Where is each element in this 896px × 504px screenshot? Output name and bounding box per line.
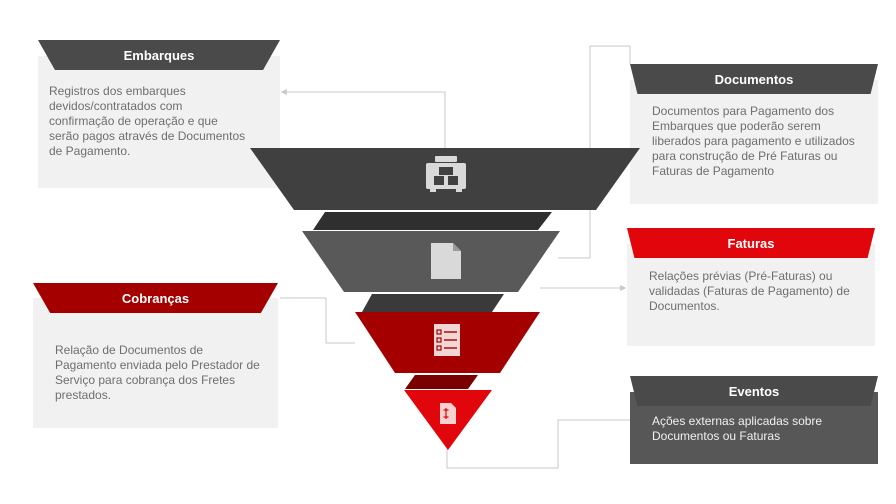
document-icon bbox=[431, 243, 461, 279]
embarques-banner: Embarques bbox=[38, 40, 280, 70]
connector-documentos bbox=[558, 45, 631, 259]
faturas-banner: Faturas bbox=[627, 228, 875, 258]
cobrancas-card: Relação de Documentos de Pagamento envia… bbox=[33, 298, 278, 428]
embarques-description: Registros dos embarques devidos/contrata… bbox=[49, 84, 246, 158]
funnel-level-connector-3 bbox=[405, 375, 478, 389]
cobrancas-banner: Cobranças bbox=[33, 283, 278, 313]
connector-embarques bbox=[280, 89, 446, 148]
documentos-description: Documentos para Pagamento dos Embarques … bbox=[652, 104, 855, 178]
faturas-card: Relações prévias (Pré-Faturas) ou valida… bbox=[627, 244, 875, 346]
faturas-description: Relações prévias (Pré-Faturas) ou valida… bbox=[649, 269, 850, 313]
container-icon bbox=[426, 156, 466, 192]
documentos-card: Documentos para Pagamento dos Embarques … bbox=[630, 80, 878, 204]
documentos-banner: Documentos bbox=[630, 64, 878, 94]
connector-lines bbox=[280, 45, 631, 469]
documentos-title: Documentos bbox=[714, 71, 794, 87]
funnel-level-connector-1 bbox=[313, 212, 552, 230]
cobrancas-title: Cobranças bbox=[121, 290, 190, 306]
embarques-card: Registros dos embarques devidos/contrata… bbox=[38, 56, 280, 188]
eventos-banner: Eventos bbox=[630, 376, 878, 406]
checklist-icon bbox=[434, 324, 460, 356]
faturas-title: Faturas bbox=[727, 235, 775, 251]
eventos-description: Ações externas aplicadas sobre Documento… bbox=[652, 414, 823, 443]
invoice-icon bbox=[440, 403, 456, 424]
funnel-level-connector-2 bbox=[362, 294, 504, 312]
connector-eventos bbox=[446, 419, 630, 469]
connector-cobrancas bbox=[280, 297, 355, 344]
cobrancas-description: Relação de Documentos de Pagamento envia… bbox=[55, 343, 260, 402]
embarques-title: Embarques bbox=[123, 47, 195, 63]
eventos-title: Eventos bbox=[728, 383, 780, 399]
